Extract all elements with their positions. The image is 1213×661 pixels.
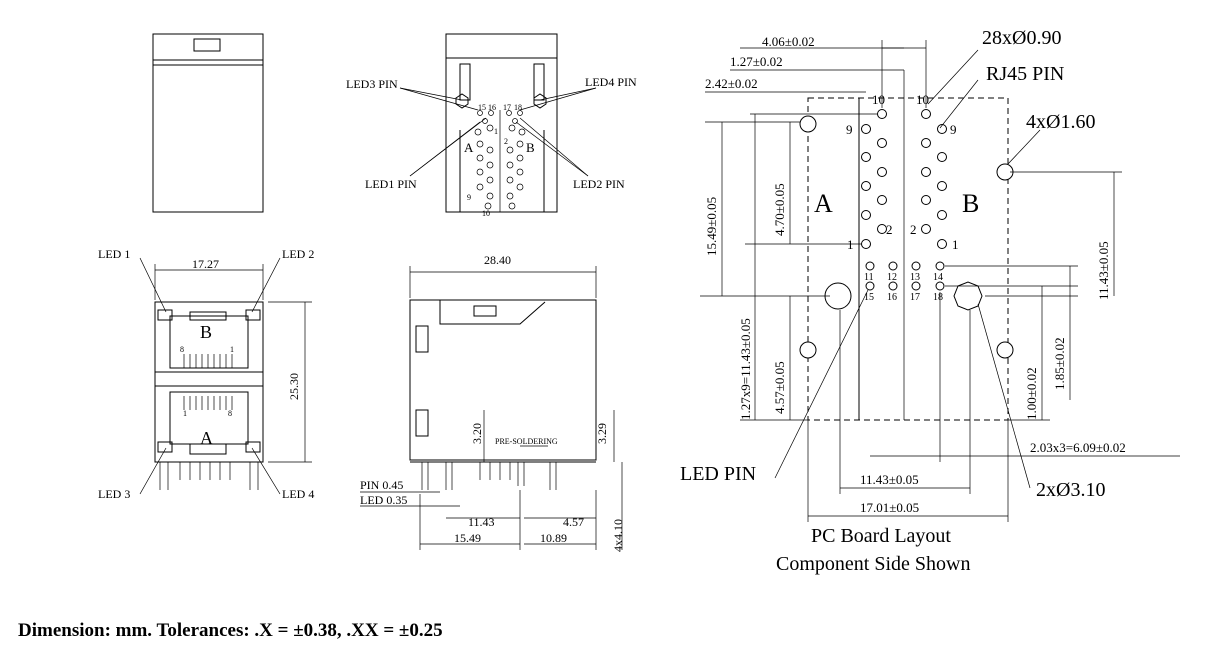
led4-label: LED 4 [282,487,314,501]
side-dim-457: 4.57 [563,515,584,529]
bottom-num-2: 2 [504,137,508,146]
pcb-holes-160: 4xØ1.60 [1026,111,1095,133]
pcb-pin-10-b: 10 [916,92,929,107]
side-dim-1143: 11.43 [468,515,495,529]
pcb-dim-127x9: 1.27x9=11.43±0.05 [738,318,753,420]
front-port-a: A [200,428,213,448]
pcb-pin-1-a: 1 [847,237,854,252]
pcb-pin-12: 12 [887,272,897,283]
pcb-pin-11: 11 [864,272,874,283]
tolerances-note: Dimension: mm. Tolerances: .X = ±0.38, .… [18,620,443,641]
front-view: LED 1 LED 2 LED 3 LED 4 17.27 25.30 B A … [98,247,314,501]
front-pin-8-bottom: 8 [228,409,232,418]
front-port-b: B [200,322,212,342]
pcb-dim-203x3: 2.03x3=6.09±0.02 [1030,440,1126,455]
pcb-pin-1-b: 1 [952,237,959,252]
pcb-label-b: B [962,189,979,218]
led1-label: LED 1 [98,247,130,261]
pcb-pin-9-b: 9 [950,122,957,137]
pin-045-label: PIN 0.45 [360,478,403,492]
pcb-dim-1143-vertical: 11.43±0.05 [1096,241,1111,300]
front-height: 25.30 [287,373,301,400]
pcb-label-a: A [814,189,833,218]
bottom-num-15: 15 [478,103,486,112]
pcb-dim-1549: 15.49±0.05 [704,197,719,256]
bottom-port-b: B [526,140,535,155]
pcb-rj45-pin: RJ45 PIN [986,63,1064,85]
pre-soldering-label: PRE-SOLDERING [495,437,558,446]
pcb-led-pin: LED PIN [680,463,756,485]
led-035-label: LED 0.35 [360,493,407,507]
bottom-num-16: 16 [488,103,496,112]
bottom-port-a: A [464,140,474,155]
pcb-dim-406: 4.06±0.02 [762,34,815,49]
side-view: 28.40 3.20 3.29 PRE-SOLDERING PIN 0.45 L… [360,253,625,552]
side-dim-410: 4x4.10 [611,519,625,552]
pcb-dim-242: 2.42±0.02 [705,76,758,91]
pcb-pin-17: 17 [910,292,920,303]
side-dim-329: 3.29 [595,423,609,444]
pcb-dim-470: 4.70±0.05 [772,183,787,236]
front-pin-1-bottom: 1 [183,409,187,418]
pcb-pin-9-a: 9 [846,122,853,137]
led2-label: LED 2 [282,247,314,261]
pcb-holes-090: 28xØ0.90 [982,27,1061,49]
side-length: 28.40 [484,253,511,267]
pcb-pin-10-a: 10 [872,92,885,107]
pcb-layout: 4.06±0.02 1.27±0.02 2.42±0.02 28xØ0.90 R… [680,27,1180,575]
led1-pin-label: LED1 PIN [365,177,417,191]
pcb-dim-457: 4.57±0.05 [772,361,787,414]
pcb-dim-185: 1.85±0.02 [1052,337,1067,390]
pcb-dim-127: 1.27±0.02 [730,54,783,69]
led3-label: LED 3 [98,487,130,501]
bottom-num-9: 9 [467,193,471,202]
side-dim-1549: 15.49 [454,531,481,545]
bottom-view: LED3 PIN LED4 PIN LED1 PIN LED2 PIN A B … [346,33,637,218]
top-view [152,33,264,213]
pcb-pin-15: 15 [864,292,874,303]
pcb-caption-line2: Component Side Shown [776,553,970,575]
side-dim-320: 3.20 [470,423,484,444]
led2-pin-label: LED2 PIN [573,177,625,191]
pcb-pin-13: 13 [910,272,920,283]
pcb-caption-line1: PC Board Layout [811,525,951,547]
pcb-pin-14: 14 [933,272,943,283]
front-width: 17.27 [192,257,219,271]
bottom-num-1: 1 [494,127,498,136]
pcb-dim-1701: 17.01±0.05 [860,500,919,515]
bottom-num-10: 10 [482,209,490,218]
bottom-num-17: 17 [503,103,511,112]
side-dim-1089: 10.89 [540,531,567,545]
pcb-pin-2-a: 2 [886,222,893,237]
front-pin-1-top: 1 [230,345,234,354]
front-pin-8-top: 8 [180,345,184,354]
led3-pin-label: LED3 PIN [346,77,398,91]
pcb-dim-1143-horizontal: 11.43±0.05 [860,472,919,487]
led4-pin-label: LED4 PIN [585,75,637,89]
pcb-pin-16: 16 [887,292,897,303]
pcb-pin-2-b: 2 [910,222,917,237]
bottom-num-18: 18 [514,103,522,112]
pcb-holes-310: 2xØ3.10 [1036,479,1105,501]
pcb-pin-18: 18 [933,292,943,303]
pcb-dim-100: 1.00±0.02 [1024,367,1039,420]
